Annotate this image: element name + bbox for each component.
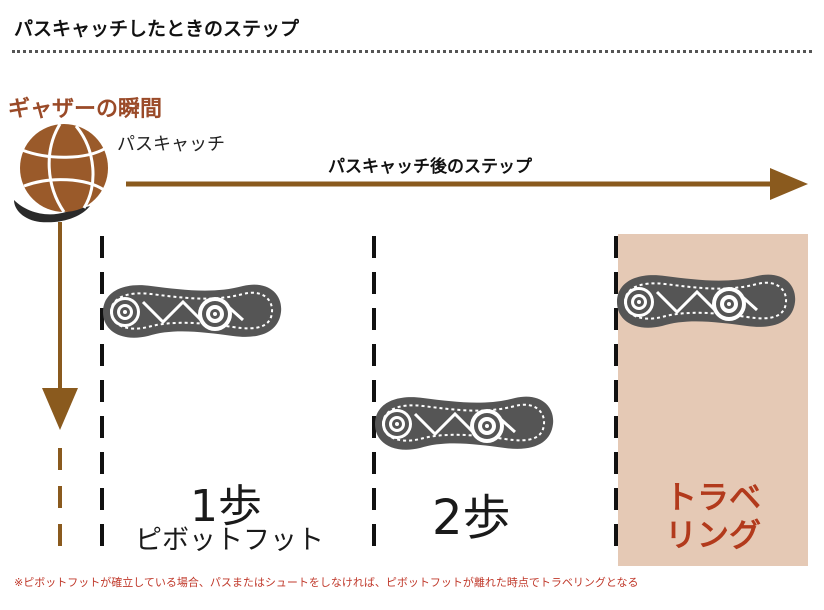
- step2-label: 2歩: [432, 490, 511, 546]
- traveling-line2: リング: [664, 516, 761, 554]
- gather-moment-label: ギャザーの瞬間: [8, 97, 163, 122]
- title-divider: [12, 50, 812, 53]
- traveling-line1: トラベ: [664, 478, 761, 516]
- shoe-sole-icon: [615, 273, 797, 330]
- gather-down-arrow: [42, 222, 78, 556]
- basketball-in-hand-icon: [14, 123, 108, 223]
- pass-catch-label: パスキャッチ: [117, 134, 225, 155]
- after-step-label: パスキャッチ後のステップ: [328, 157, 532, 177]
- step1-label: 1歩: [190, 481, 262, 532]
- shoe-sole-icon: [101, 283, 283, 340]
- page-title: パスキャッチしたときのステップ: [14, 18, 300, 40]
- shoe-sole-icon: [373, 395, 555, 452]
- pivot-foot-label: ピボットフット: [135, 525, 324, 556]
- traveling-label: トラベ リング: [618, 478, 808, 554]
- footnote: ※ピボットフットが確立している場合、パスまたはシュートをしなければ、ピボットフッ…: [14, 576, 639, 589]
- after-step-arrow: [126, 168, 808, 200]
